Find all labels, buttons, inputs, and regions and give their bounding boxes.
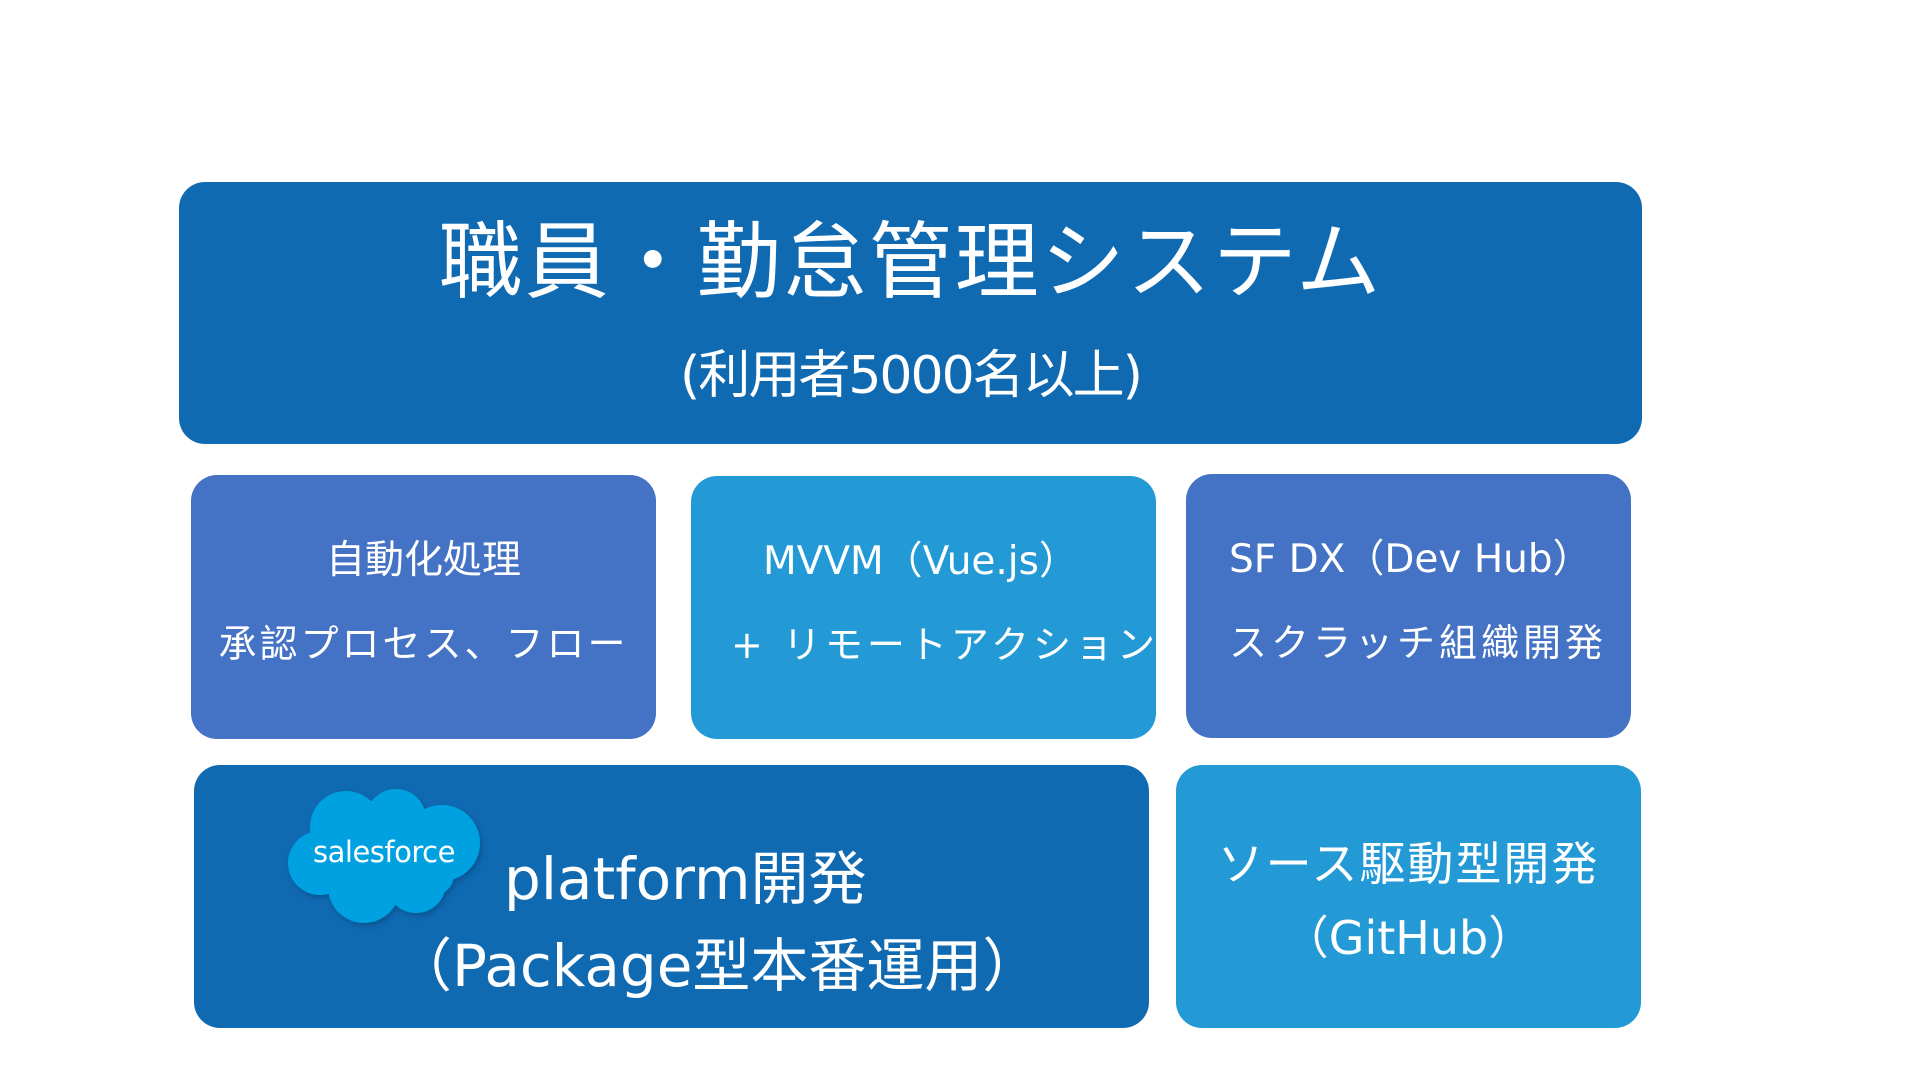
salesforce-cloud-shape — [288, 789, 480, 923]
platform-box: salesforce platform開発 （Package型本番運用） — [194, 765, 1149, 1028]
system-title-box: 職員・勤怠管理システム (利用者5000名以上) — [179, 182, 1642, 444]
source-driven-detail: （GitHub） — [1282, 911, 1535, 965]
automation-detail: 承認プロセス、フロー — [218, 622, 629, 666]
sfdx-title: SF DX（Dev Hub） — [1229, 537, 1592, 582]
automation-box: 自動化処理 承認プロセス、フロー — [191, 475, 656, 739]
automation-title: 自動化処理 — [325, 538, 521, 583]
system-subtitle: (利用者5000名以上) — [680, 346, 1143, 406]
mvvm-detail: + リモートアクション — [731, 623, 1160, 667]
sfdx-detail: スクラッチ組織開発 — [1229, 621, 1608, 665]
mvvm-box: MVVM（Vue.js） + リモートアクション — [691, 476, 1156, 739]
source-driven-box: ソース駆動型開発 （GitHub） — [1176, 765, 1641, 1028]
salesforce-logo-text: salesforce — [313, 835, 455, 869]
salesforce-cloud-icon: salesforce — [284, 785, 484, 927]
platform-title: platform開発 — [504, 845, 867, 913]
platform-detail: （Package型本番運用） — [394, 932, 1041, 1000]
mvvm-title: MVVM（Vue.js） — [763, 539, 1078, 584]
sfdx-box: SF DX（Dev Hub） スクラッチ組織開発 — [1186, 474, 1631, 738]
system-title: 職員・勤怠管理システム — [438, 213, 1383, 311]
source-driven-title: ソース駆動型開発 — [1217, 837, 1600, 891]
